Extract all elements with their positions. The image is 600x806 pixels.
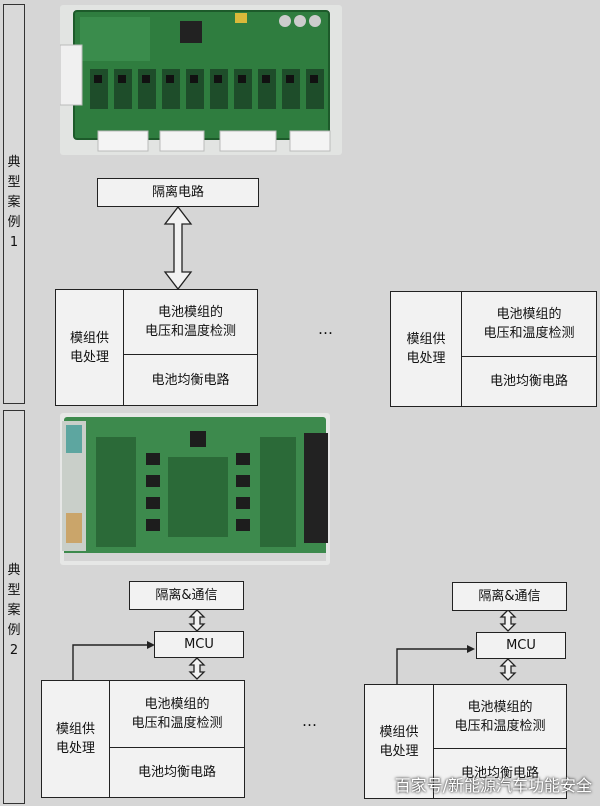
case2-left-mcu-box: MCU — [154, 631, 244, 658]
case2-right-comm-box: 隔离&通信 — [452, 582, 567, 611]
pcb-photo-2 — [60, 413, 330, 565]
case1-left-balance-box: 电池均衡电路 — [123, 354, 258, 406]
double-arrow-icon — [163, 205, 193, 291]
case2-left-power-box: 模组供 电处理 — [41, 680, 110, 798]
watermark: 百家号/新能源汽车功能安全 — [394, 776, 592, 795]
case2-right-balance-box: 电池均衡电路 — [433, 748, 567, 799]
case2-right-power-box: 模组供 电处理 — [364, 684, 434, 799]
case1-right-detect-box: 电池模组的 电压和温度检测 — [461, 291, 597, 357]
case1-left-detect-box: 电池模组的 电压和温度检测 — [123, 289, 258, 355]
case1-ellipsis: … — [318, 320, 335, 338]
case2-ellipsis: … — [302, 712, 319, 730]
case1-sidebar: 典 型 案 例 1 — [3, 4, 25, 404]
case1-left-power-box: 模组供 电处理 — [55, 289, 124, 406]
case2-left-detect-box: 电池模组的 电压和温度检测 — [109, 680, 245, 748]
case1-right-power-box: 模组供 电处理 — [390, 291, 462, 407]
isolation-circuit-box: 隔离电路 — [97, 178, 259, 207]
case2-left-balance-box: 电池均衡电路 — [109, 747, 245, 798]
case2-left-comm-box: 隔离&通信 — [129, 581, 244, 610]
case2-label: 典 型 案 例 2 — [7, 563, 21, 658]
case2-right-detect-box: 电池模组的 电压和温度检测 — [433, 684, 567, 749]
case1-label: 典 型 案 例 1 — [7, 155, 21, 250]
pcb-photo-1 — [60, 5, 342, 155]
case2-right-mcu-box: MCU — [476, 632, 566, 659]
case2-sidebar: 典 型 案 例 2 — [3, 410, 25, 804]
case1-right-balance-box: 电池均衡电路 — [461, 356, 597, 407]
